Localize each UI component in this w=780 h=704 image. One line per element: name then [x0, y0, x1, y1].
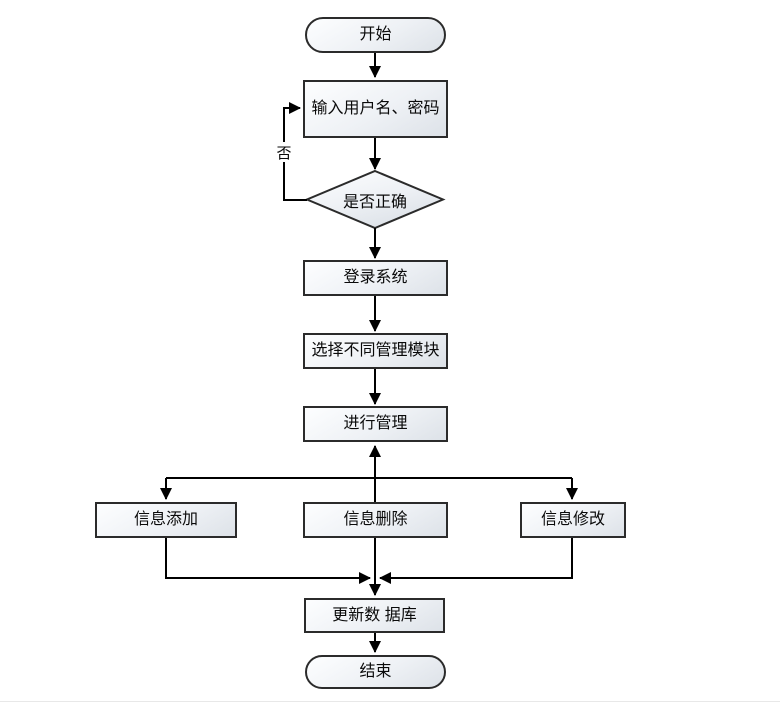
node-end: 结束	[305, 655, 446, 689]
connector-modify-to-junction	[379, 538, 573, 584]
node-info-modify: 信息修改	[520, 502, 626, 538]
node-login-system: 登录系统	[303, 260, 448, 296]
node-info-add: 信息添加	[95, 502, 237, 538]
node-start: 开始	[305, 17, 446, 53]
node-perform-management: 进行管理	[303, 406, 448, 442]
edge-label-no: 否	[275, 142, 293, 162]
page-bottom-rule	[0, 701, 780, 702]
node-update-database: 更新数 据库	[304, 598, 445, 633]
node-select-module: 选择不同管理模块	[303, 333, 448, 369]
node-decision-correct: 是否正确	[342, 194, 407, 211]
node-input-credentials: 输入用户名、密码	[303, 80, 448, 138]
node-info-delete: 信息删除	[303, 502, 448, 538]
connector-add-to-junction	[165, 538, 371, 584]
